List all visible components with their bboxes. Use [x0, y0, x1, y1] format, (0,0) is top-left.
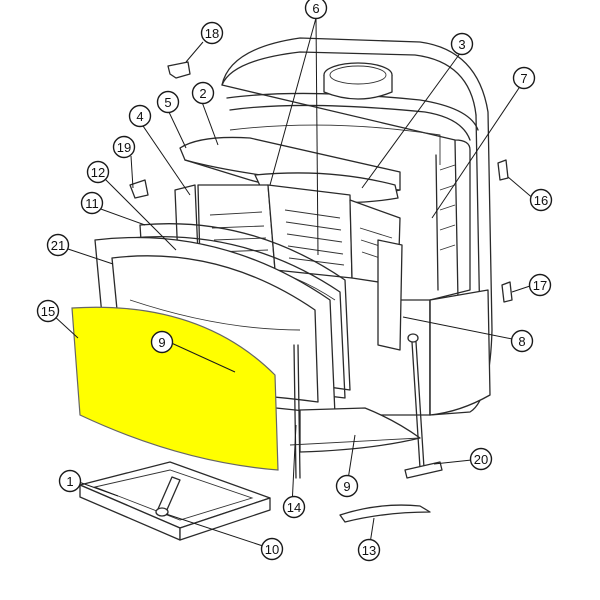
- brackets: [129, 61, 513, 303]
- callout-circle: [335, 474, 359, 498]
- riddler-rod: [404, 333, 443, 479]
- callout-circle: [150, 330, 174, 354]
- callout-1: 1: [58, 469, 82, 493]
- callout-number: 15: [41, 304, 55, 319]
- callout-7: 7: [512, 66, 536, 90]
- callout-circle: [58, 469, 82, 493]
- fire-bricks: [174, 184, 403, 351]
- callout-3: 3: [450, 32, 474, 56]
- callout-6: 6: [304, 0, 328, 20]
- callout-number: 11: [85, 196, 99, 211]
- callout-11: 11: [80, 191, 104, 215]
- callout-10: 10: [260, 537, 284, 561]
- callout-9: 9: [335, 474, 359, 498]
- callout-circle: [156, 90, 180, 114]
- callout-12: 12: [86, 160, 110, 184]
- callout-circle: [512, 66, 536, 90]
- ash-pan: [79, 461, 271, 541]
- callout-2: 2: [191, 81, 215, 105]
- callout-number: 7: [520, 71, 527, 86]
- callout-circle: [86, 160, 110, 184]
- callout-number: 4: [136, 109, 143, 124]
- callout-circle: [469, 447, 493, 471]
- ash-floor: [289, 407, 421, 453]
- callout-19: 19: [112, 135, 136, 159]
- callout-4: 4: [128, 104, 152, 128]
- callout-circle: [200, 21, 224, 45]
- callout-circle: [128, 104, 152, 128]
- callout-15: 15: [36, 299, 60, 323]
- callout-number: 6: [312, 1, 319, 16]
- leader-lines: [52, 17, 537, 551]
- callout-number: 5: [164, 95, 171, 110]
- callout-circle: [510, 329, 534, 353]
- callout-number: 19: [117, 140, 131, 155]
- callout-number: 12: [91, 165, 105, 180]
- callout-number: 9: [343, 479, 350, 494]
- callout-number: 20: [474, 452, 488, 467]
- callout-18: 18: [200, 21, 224, 45]
- callout-number: 8: [518, 334, 525, 349]
- callout-circle: [529, 188, 553, 212]
- callout-number: 16: [534, 193, 548, 208]
- handle-bar: [339, 504, 431, 523]
- callout-circle: [304, 0, 328, 20]
- callout-circle: [191, 81, 215, 105]
- callout-circle: [112, 135, 136, 159]
- callout-number: 17: [533, 278, 547, 293]
- callout-8: 8: [510, 329, 534, 353]
- callout-number: 9: [158, 335, 165, 350]
- door-rod: [293, 344, 301, 479]
- callout-5: 5: [156, 90, 180, 114]
- callout-circle: [528, 273, 552, 297]
- callout-number: 3: [458, 37, 465, 52]
- callout-9: 9: [150, 330, 174, 354]
- glass-panel-highlighted: [71, 306, 279, 471]
- callout-13: 13: [357, 538, 381, 562]
- callout-number: 10: [265, 542, 279, 557]
- callout-circle: [282, 495, 306, 519]
- callout-number: 18: [205, 26, 219, 41]
- callout-number: 14: [287, 500, 301, 515]
- callout-14: 14: [282, 495, 306, 519]
- callout-circle: [36, 299, 60, 323]
- stove-body: [221, 37, 493, 416]
- callout-20: 20: [469, 447, 493, 471]
- callout-number: 21: [51, 238, 65, 253]
- callout-circle: [357, 538, 381, 562]
- callout-circle: [260, 537, 284, 561]
- callout-number: 1: [66, 474, 73, 489]
- callout-21: 21: [46, 233, 70, 257]
- callout-circle: [80, 191, 104, 215]
- callout-number: 2: [199, 86, 206, 101]
- callout-number: 13: [362, 543, 376, 558]
- callout-17: 17: [528, 273, 552, 297]
- callout-circle: [46, 233, 70, 257]
- callout-circle: [450, 32, 474, 56]
- callout-16: 16: [529, 188, 553, 212]
